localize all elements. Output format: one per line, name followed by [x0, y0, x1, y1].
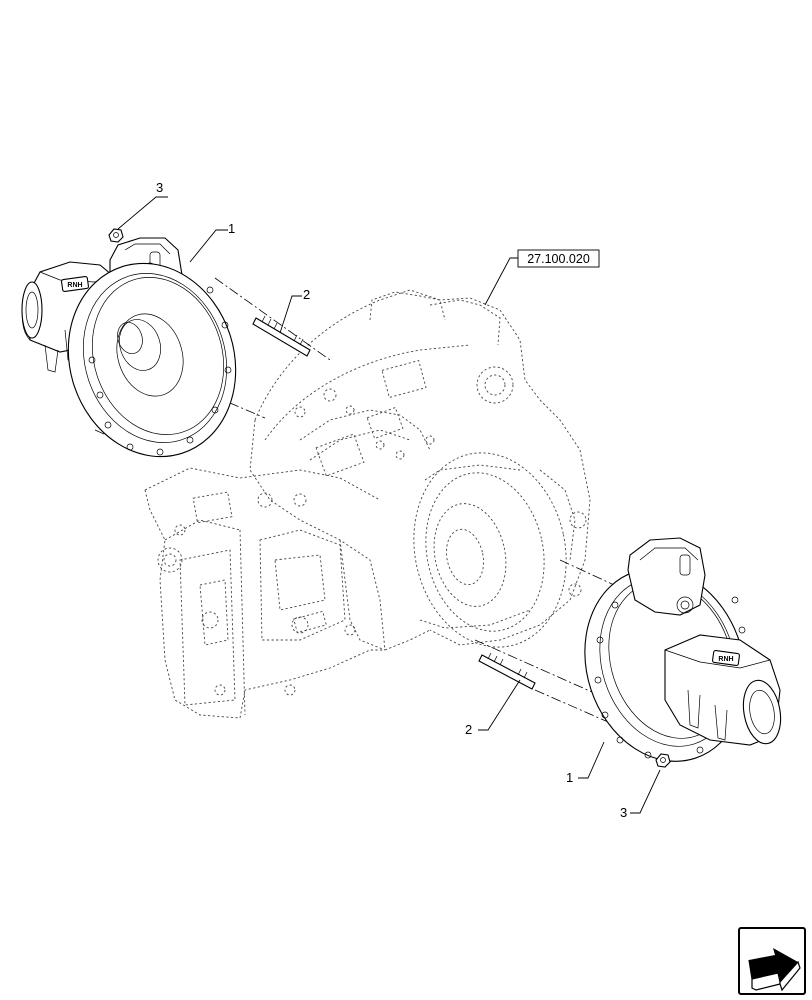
- logo-plate-right: RNH: [712, 649, 740, 667]
- reference-number: 27.100.020: [527, 252, 590, 266]
- callout-right-housing: 1: [566, 741, 605, 785]
- callout-number: 1: [228, 221, 235, 236]
- transmission-housing-ghost: [249, 289, 591, 651]
- svg-text:RNH: RNH: [67, 282, 82, 289]
- callout-number: 2: [303, 287, 310, 302]
- callout-number: 1: [566, 770, 573, 785]
- callout-number: 2: [465, 722, 472, 737]
- gearbox-block-ghost: [144, 467, 385, 719]
- next-page-arrow-icon[interactable]: [738, 927, 806, 995]
- right-nut: [655, 753, 671, 768]
- logo-plate-left: RNH: [61, 275, 89, 293]
- right-stud: [478, 652, 536, 690]
- callout-number: 3: [620, 805, 627, 820]
- callout-left-nut: 3: [117, 180, 168, 230]
- callout-right-stud: 2: [465, 679, 521, 737]
- callout-left-housing: 1: [189, 221, 235, 263]
- callout-number: 3: [156, 180, 163, 195]
- reference-callout[interactable]: 27.100.020: [484, 249, 600, 306]
- svg-text:RNH: RNH: [718, 656, 733, 663]
- left-nut: [108, 228, 124, 243]
- right-final-drive-housing: RNH: [584, 537, 782, 762]
- callout-left-stud: 2: [279, 287, 310, 334]
- callout-right-nut: 3: [620, 769, 661, 820]
- left-stud: [252, 315, 311, 357]
- left-final-drive-housing: RNH: [21, 237, 237, 458]
